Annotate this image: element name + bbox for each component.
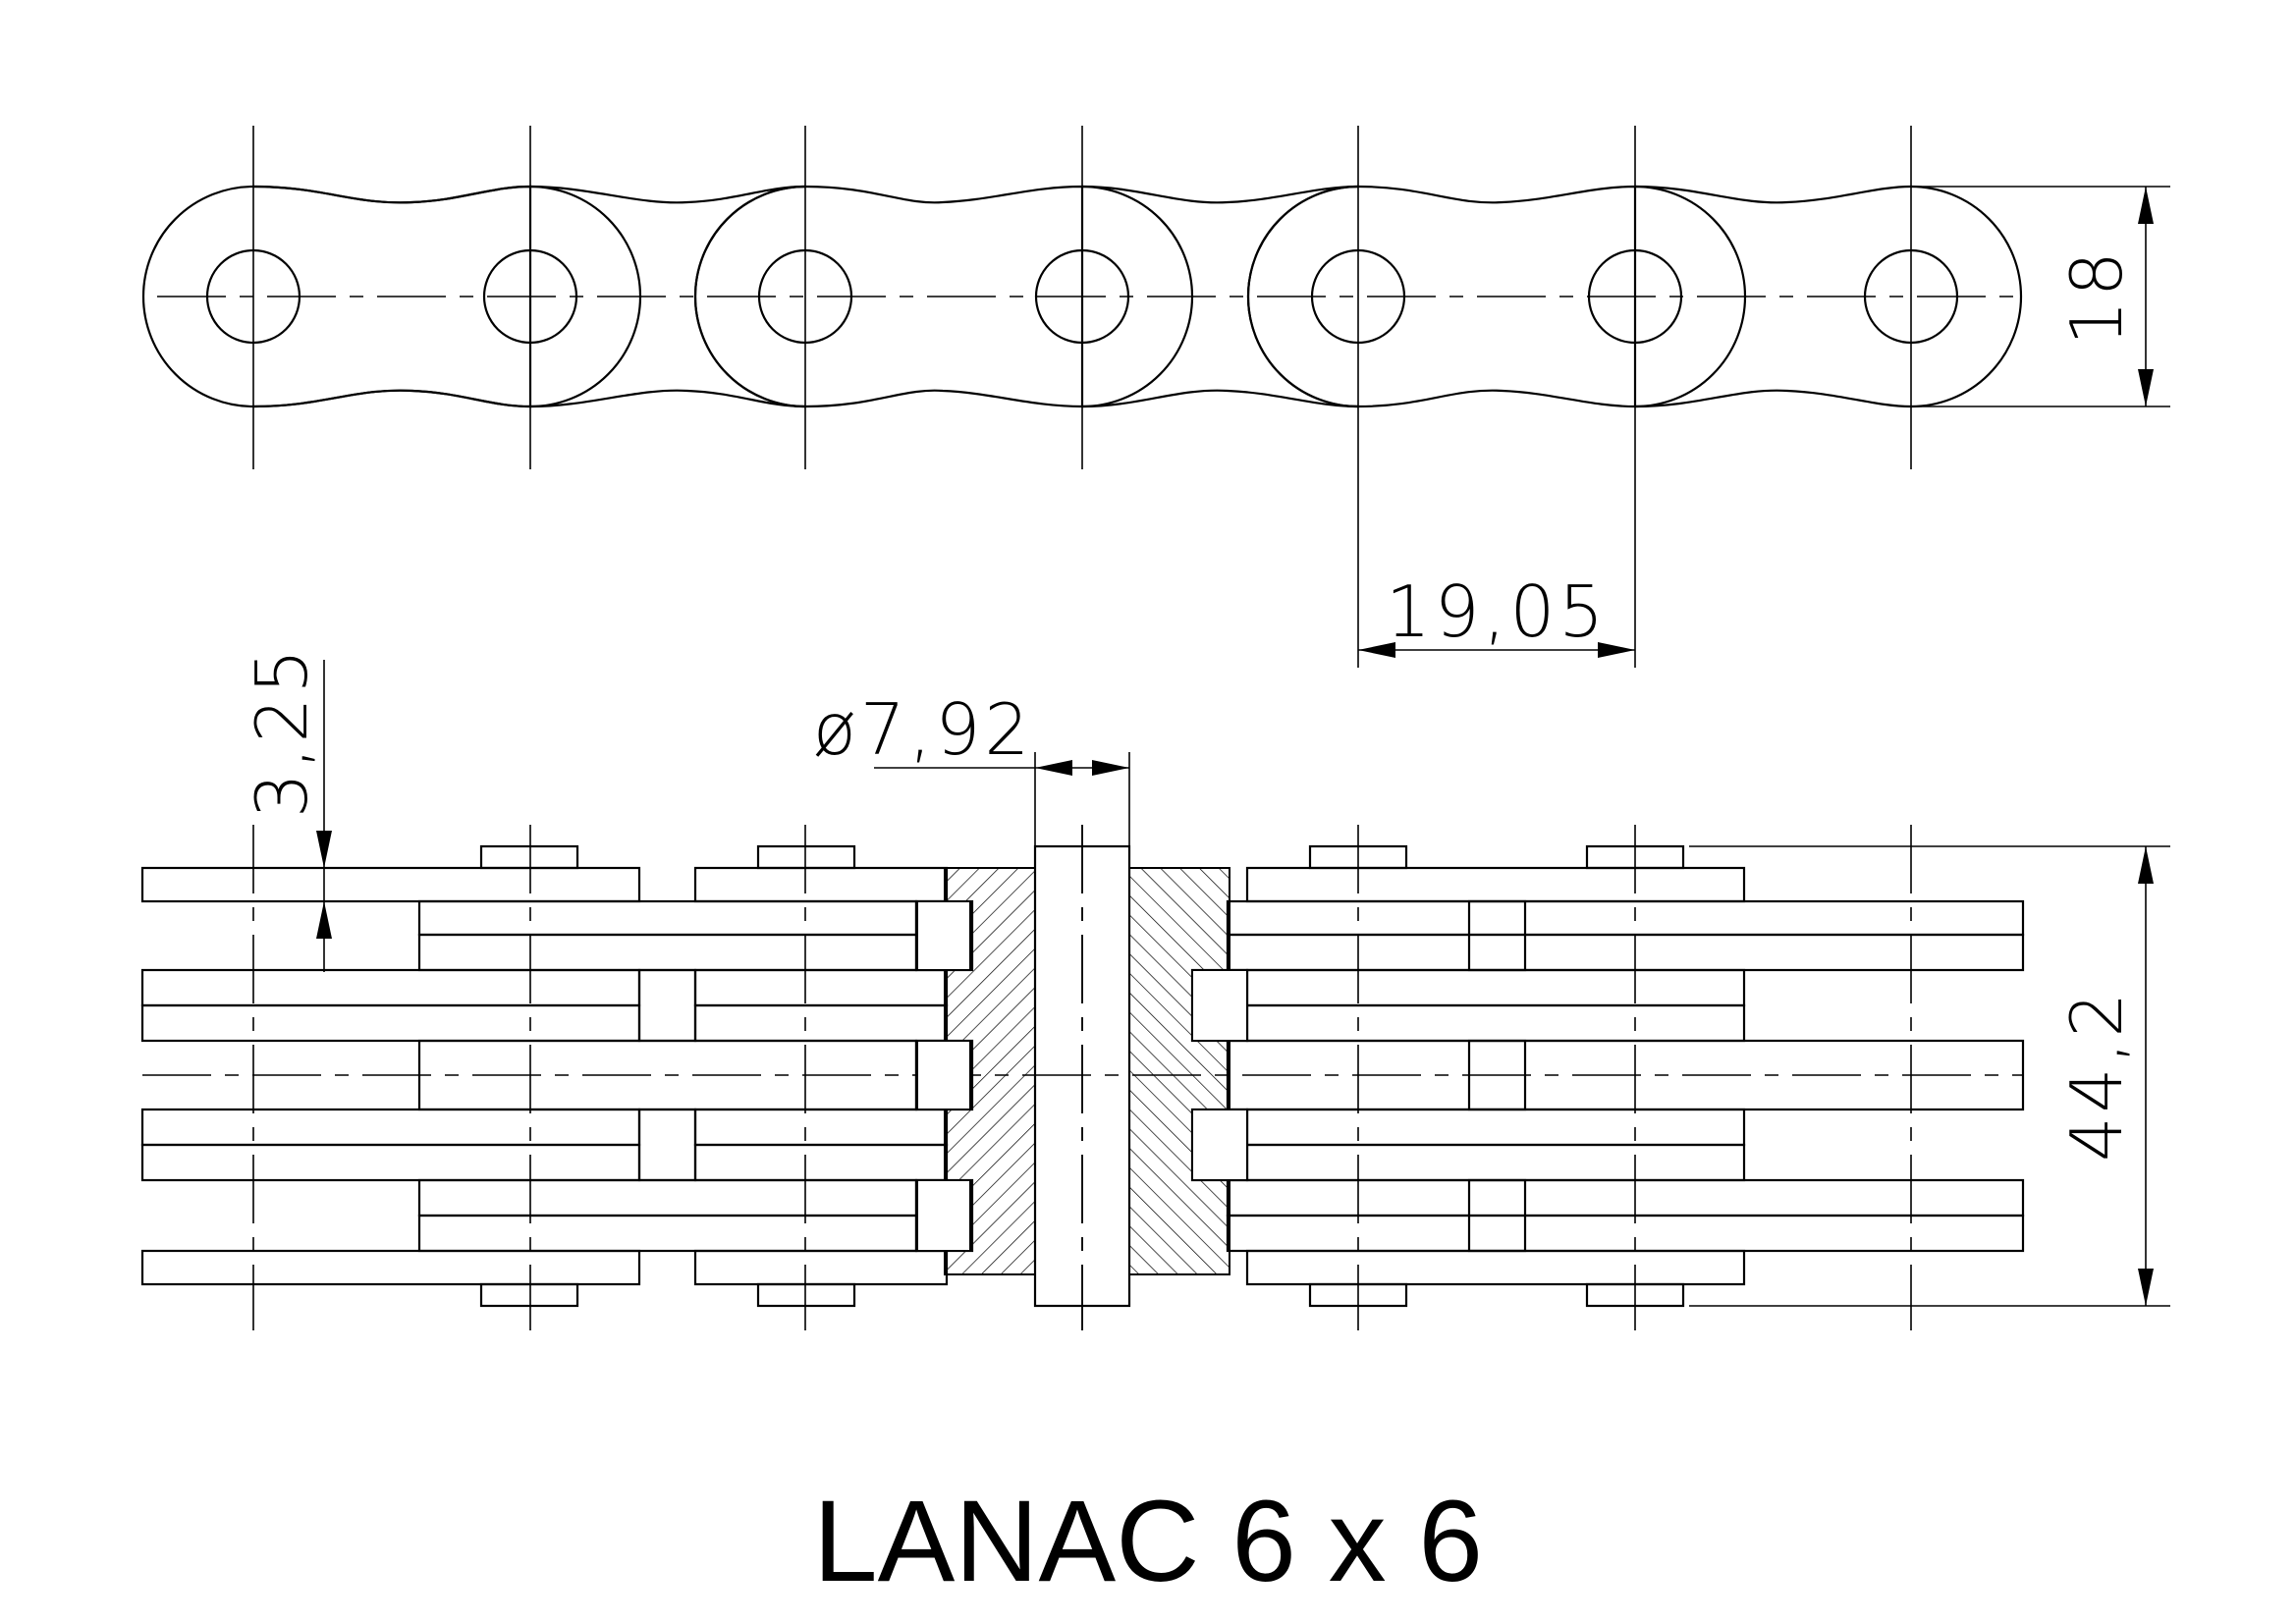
dimension-plate-height-label: 18 [2055, 247, 2138, 346]
dimension-plate-thickness-label: 3,25 [241, 645, 323, 818]
drawing-title: LANAC 6 x 6 [813, 1477, 1483, 1606]
section-hatching [916, 867, 1248, 1275]
dimension-overall-width-label: 44,2 [2055, 989, 2138, 1162]
dimension-pitch-label: 19,05 [1386, 570, 1608, 653]
dimension-overall-width: 44,2 [1689, 845, 2170, 1307]
dimension-pitch: 19,05 [1357, 469, 1636, 668]
center-pin [1033, 825, 1131, 1330]
dimension-pin-diameter: ø7,92 [813, 688, 1130, 846]
dimension-plate-height: 18 [1915, 186, 2170, 407]
dimension-plate-thickness: 3,25 [241, 645, 332, 972]
side-view: 18 19,05 [141, 126, 2170, 668]
plan-view: 3,25 ø7,92 44,2 [140, 645, 2170, 1330]
dimension-pin-diameter-label: ø7,92 [813, 688, 1033, 771]
inner-link-plates [252, 185, 2023, 408]
pin-holes [205, 248, 1959, 345]
